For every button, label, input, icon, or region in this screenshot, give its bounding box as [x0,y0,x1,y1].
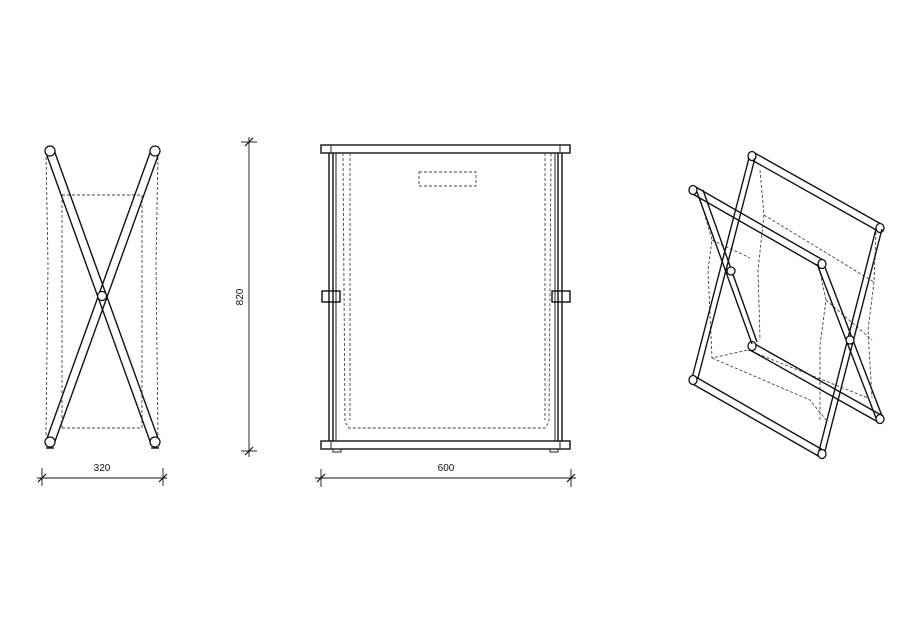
side-view [44,145,161,449]
front-bottom-rail [320,440,571,450]
width-dimension: 600 [315,463,576,487]
iso-left-pivot [726,266,736,276]
depth-dimension: 320 [37,463,168,486]
side-top-left-rail [44,145,56,157]
iso-leg-left-a [696,189,758,345]
iso-front-top-rail [688,184,827,270]
width-dimension-label: 600 [438,463,455,474]
iso-back-bottom-rail [747,340,885,425]
front-bag-outline [342,152,552,429]
front-left-pivot [321,290,341,303]
front-right-pivot [551,290,571,303]
front-top-rail [320,144,571,154]
depth-dimension-label: 320 [94,463,111,474]
side-top-right-rail [149,145,161,157]
isometric-view [688,150,885,460]
iso-leg-left-b [691,157,756,379]
height-dimension: 820 [235,137,257,457]
iso-back-top-rail [747,150,885,234]
side-bottom-left-rail [44,436,56,448]
side-bag-outline [45,151,159,436]
height-dimension-label: 820 [235,288,246,305]
side-pivot [96,290,108,302]
front-bag-handle [418,171,477,187]
iso-front-bottom-rail [688,374,827,460]
front-view [320,144,571,453]
iso-bag-outline [699,169,877,421]
iso-right-pivot [845,335,855,345]
side-bottom-right-rail [149,436,161,448]
